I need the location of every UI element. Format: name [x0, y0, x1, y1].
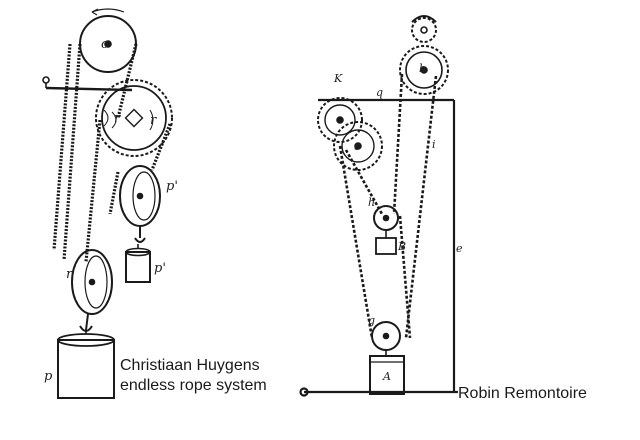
label-A: A [382, 370, 391, 383]
robin-diagram [299, 15, 458, 397]
robin-escapement-wheel [411, 15, 437, 43]
label-B: B [397, 240, 406, 253]
label-h: h [368, 196, 375, 209]
label-r-lower: r [66, 267, 73, 282]
robin-gear-k [317, 97, 363, 143]
label-c-robin: c [354, 140, 360, 153]
huygens-caption-line1: Christiaan Huygens [120, 357, 260, 374]
huygens-small-weight [125, 244, 151, 283]
huygens-rope [52, 43, 172, 263]
robin-gear-c [333, 121, 383, 171]
label-g: g [368, 314, 375, 327]
robin-gear-b [399, 45, 449, 95]
label-p-prime-upper: p' [166, 179, 178, 194]
label-e: e [456, 242, 463, 255]
huygens-lower-pulley [71, 249, 113, 332]
robin-weight-b [375, 230, 397, 255]
huygens-diagram [42, 8, 173, 399]
robin-frame [299, 98, 458, 397]
huygens-labels: c r r p' p' r p [44, 37, 178, 384]
huygens-caption-line2: endless rope system [120, 377, 267, 394]
label-K: K [333, 72, 343, 85]
robin-caption: Robin Remontoire [458, 385, 587, 402]
huygens-large-weight [57, 330, 115, 399]
label-c: c [101, 37, 109, 52]
huygens-caption: Christiaan Huygens endless rope system [120, 356, 267, 396]
robin-weight-a [369, 355, 405, 395]
huygens-middle-pulley [119, 165, 161, 243]
label-r-upper-left: r [114, 111, 121, 126]
robin-chains [338, 73, 438, 339]
label-r-upper-right: r [150, 113, 157, 128]
robin-pulley-g [371, 321, 401, 356]
label-q: q [376, 86, 383, 99]
robin-labels: K q b i c h g e B A [333, 62, 463, 383]
label-p-prime-weight: p' [154, 261, 166, 276]
huygens-gear-wheel [95, 79, 173, 157]
label-b: b [419, 62, 426, 75]
robin-pulley-h [373, 205, 399, 231]
label-i: i [432, 138, 436, 151]
label-p-lower: p [44, 369, 53, 384]
